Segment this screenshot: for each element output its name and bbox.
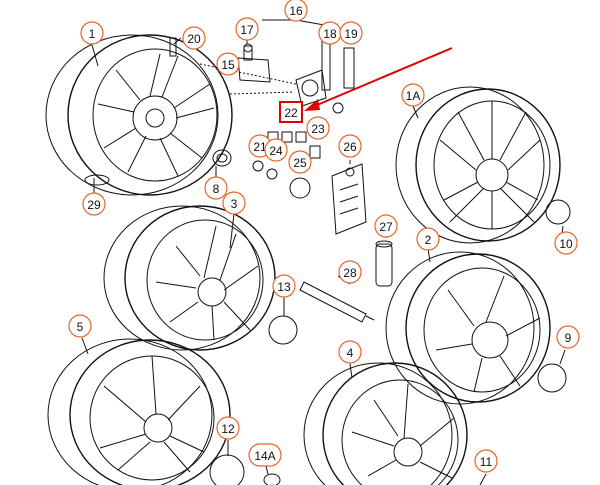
callout-12: 12	[216, 416, 240, 440]
callout-label: 3	[231, 197, 238, 211]
callout-label: 1A	[406, 89, 421, 103]
callout-label: 25	[293, 156, 307, 170]
callout-9: 9	[556, 325, 580, 349]
callout-marker	[339, 21, 363, 45]
callout-label: 22	[284, 106, 298, 120]
callout-27: 27	[374, 214, 398, 238]
callout-marker	[556, 325, 580, 349]
callout-10: 10	[554, 231, 578, 255]
callout-label: 21	[253, 140, 267, 154]
callout-label: 13	[277, 280, 291, 294]
callout-marker	[272, 274, 296, 298]
callout-label: 18	[323, 27, 337, 41]
callout-1: 1	[80, 21, 104, 45]
callout-label: 11	[480, 455, 493, 469]
wheel-1a-drawing	[395, 86, 561, 244]
callout-20: 20	[182, 26, 206, 50]
callout-15: 15	[216, 52, 240, 76]
wheel-4-drawing	[303, 362, 468, 485]
highlight-arrow	[304, 47, 453, 111]
callout-marker	[284, 0, 308, 22]
callout-marker	[235, 17, 259, 41]
callout-marker	[554, 231, 578, 255]
callout-marker	[182, 26, 206, 50]
part-26-box	[331, 163, 367, 235]
callout-24: 24	[264, 138, 288, 162]
callout-label: 19	[344, 27, 358, 41]
callout-label: 17	[240, 23, 254, 37]
callout-marker	[306, 116, 330, 140]
callout-label: 10	[559, 237, 573, 251]
callout-8: 8	[204, 176, 228, 200]
callout-marker	[204, 176, 228, 200]
callout-label: 23	[311, 122, 325, 136]
callout-3: 3	[222, 191, 246, 215]
callout-marker	[216, 416, 240, 440]
callout-2: 2	[416, 227, 440, 251]
callout-26: 26	[338, 134, 362, 158]
callout-label: 27	[379, 220, 393, 234]
callout-marker	[248, 443, 282, 467]
callout-label: 1	[89, 27, 96, 41]
callout-marker	[338, 340, 362, 364]
callout-marker	[338, 260, 362, 284]
callout-1a: 1A	[401, 83, 425, 107]
callout-marker	[474, 449, 498, 473]
callout-11: 11	[474, 449, 498, 473]
callout-4: 4	[338, 340, 362, 364]
callout-marker	[82, 192, 106, 216]
callout-marker	[401, 83, 425, 107]
callout-14a: 14A	[248, 443, 282, 467]
callout-label: 26	[343, 140, 357, 154]
callout-label: 14A	[254, 449, 275, 463]
callout-19: 19	[339, 21, 363, 45]
callout-label: 24	[269, 144, 283, 158]
callout-marker	[264, 138, 288, 162]
center-caps	[84, 174, 571, 485]
callout-22: 22	[279, 101, 303, 123]
wheel-2-drawing	[385, 251, 551, 405]
valve-parts-cluster	[169, 37, 355, 199]
wheel-3-drawing	[103, 205, 276, 351]
callout-marker	[80, 21, 104, 45]
callout-label: 20	[187, 32, 201, 46]
callout-label: 15	[221, 58, 235, 72]
callout-label: 4	[347, 346, 354, 360]
callout-13: 13	[272, 274, 296, 298]
callout-label: 28	[343, 266, 357, 280]
callout-label: 8	[213, 182, 220, 196]
callout-marker	[374, 214, 398, 238]
wheel-1-drawing	[45, 34, 233, 196]
part-27-container	[375, 240, 393, 287]
wheel-5-drawing	[47, 338, 231, 485]
callout-label: 12	[221, 422, 235, 436]
part-28-tube	[299, 281, 375, 323]
callout-16: 16	[284, 0, 308, 22]
callout-17: 17	[235, 17, 259, 41]
callout-label: 9	[565, 331, 572, 345]
callout-label: 16	[289, 4, 303, 18]
callout-marker	[216, 52, 240, 76]
callout-marker	[279, 101, 303, 123]
callout-marker	[338, 134, 362, 158]
callout-marker	[222, 191, 246, 215]
callout-18: 18	[318, 21, 342, 45]
callout-25: 25	[288, 150, 312, 174]
callout-23: 23	[306, 116, 330, 140]
callout-marker	[288, 150, 312, 174]
callout-28: 28	[338, 260, 362, 284]
callout-label: 29	[87, 198, 101, 212]
callout-label: 5	[77, 320, 84, 334]
callout-5: 5	[68, 314, 92, 338]
callout-29: 29	[82, 192, 106, 216]
callout-label: 2	[425, 233, 432, 247]
callout-marker	[416, 227, 440, 251]
callout-marker	[68, 314, 92, 338]
